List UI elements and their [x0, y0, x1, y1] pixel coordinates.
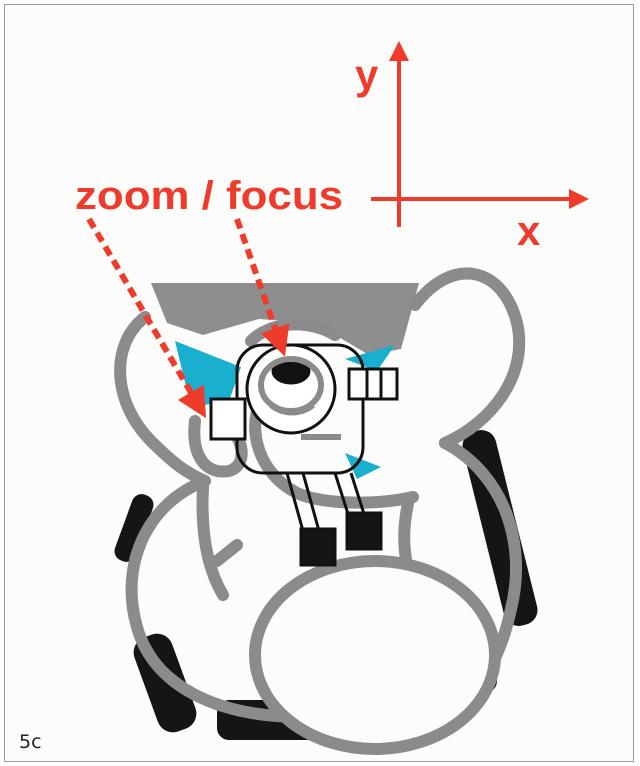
camera-operator-head: [247, 345, 335, 433]
x-axis-label: x: [517, 207, 541, 254]
annotation-zoom-focus: zoom / focus: [75, 174, 343, 218]
figure-label: 5c: [19, 731, 42, 753]
axes: [371, 45, 585, 227]
y-axis-label: y: [355, 51, 379, 98]
camera-operator-illustration: zoom / focus y x: [5, 5, 634, 762]
figure-panel: zoom / focus y x 5c: [4, 4, 634, 762]
